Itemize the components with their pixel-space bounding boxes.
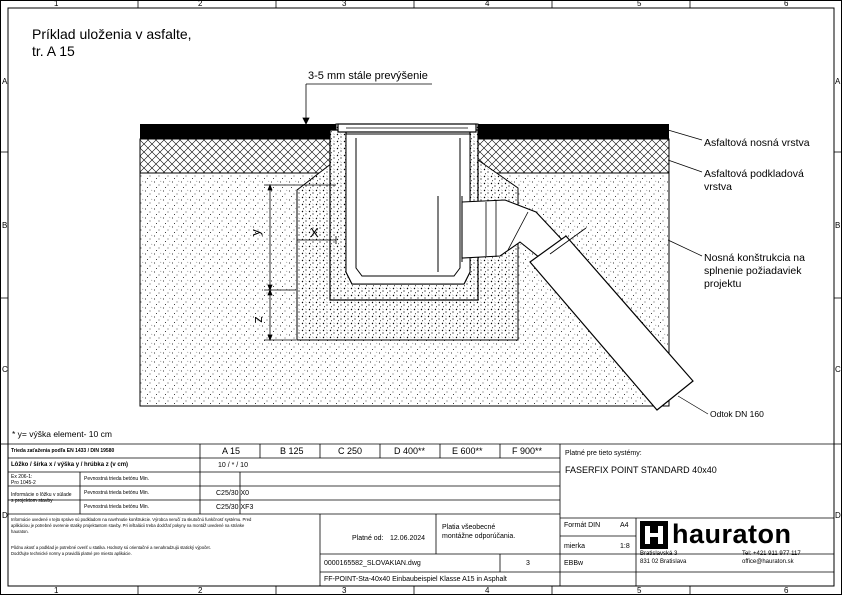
- grid-row-c: C: [2, 365, 8, 374]
- valid-note-2: montážne odporúčania.: [442, 533, 516, 540]
- scale-value: 1:8: [620, 543, 630, 550]
- class-a15: A 15: [222, 446, 241, 456]
- grid-col-3-bottom: 3: [342, 586, 347, 595]
- notes-line-2: aplikáciou je potrebné overenie statiky …: [11, 523, 245, 528]
- en-label-4: s projektom stavby: [11, 498, 53, 504]
- hauraton-logo-mark: [640, 521, 668, 549]
- contact-tel: Tel: +421 911 977 117: [742, 551, 801, 557]
- grid-col-4: 4: [485, 0, 490, 8]
- dim-x-label: X: [310, 225, 319, 240]
- en-label-1: Ex 206-1:: [11, 474, 33, 480]
- footnote: * y= výška element- 10 cm: [12, 429, 112, 439]
- concrete-row3-value: C25/30 XF3: [216, 504, 254, 511]
- grid-col-6: 6: [784, 0, 789, 8]
- dim-y-label: y: [247, 229, 263, 236]
- concrete-row3-label: Pevnostná trieda betónu Min.: [84, 504, 150, 510]
- class-e600: E 600**: [452, 446, 483, 456]
- notes-line-4: Pôdnu akosť a podklad je potrebné overiť…: [11, 545, 211, 550]
- address-line-2: 831 02 Bratislava: [640, 559, 687, 565]
- grid-col-5: 5: [637, 0, 642, 8]
- grid-col-3: 3: [342, 0, 347, 8]
- bedding-label: Lôžko / šírka x / výška y / hrúbka z (v …: [11, 462, 129, 468]
- grid-row-b: B: [2, 221, 8, 230]
- grid-col-2: 2: [198, 0, 203, 8]
- grid-col-4-bottom: 4: [485, 586, 490, 595]
- file-name: 0000165582_SLOVAKIAN.dwg: [324, 560, 421, 567]
- notes-line-1: Informácie uvedené v tejto správe sú pod…: [11, 517, 252, 522]
- class-header: Trieda zaťaženia podľa EN 1433 / DIN 195…: [11, 448, 115, 454]
- title-block-grid: [8, 443, 834, 586]
- concrete-row2-label: Pevnostná trieda betónu Min.: [84, 490, 150, 496]
- class-f900: F 900**: [512, 446, 543, 456]
- bedding-value: 10 / * / 10: [218, 462, 248, 469]
- revision: 3: [526, 560, 530, 567]
- layer-label-subbase-2: splnenie požiadaviek: [704, 265, 802, 277]
- outlet-pipe: [529, 235, 694, 411]
- author: EBBw: [564, 560, 584, 567]
- grid-row-d-right: D: [835, 511, 841, 520]
- class-b125: B 125: [280, 446, 304, 456]
- grid-row-a-right: A: [835, 77, 841, 86]
- layer-label-subbase-1: Nosná konštrukcia na: [704, 252, 805, 264]
- grid-col-1: 1: [54, 0, 59, 8]
- grid-row-a: A: [2, 77, 8, 86]
- inner-frame: [7, 7, 835, 587]
- class-d400: D 400**: [394, 446, 426, 456]
- dim-z-label: z: [249, 316, 265, 323]
- grid-row-c-right: C: [835, 365, 841, 374]
- grid-col-2-bottom: 2: [198, 586, 203, 595]
- en-label-2: Pro 1045-2: [11, 480, 36, 486]
- layer-label-asphalt-base-2: vrstva: [704, 181, 733, 193]
- notes-line-5: Dodržujte technické normy a pravidlá pla…: [11, 551, 132, 556]
- class-c250: C 250: [338, 446, 363, 456]
- layer-label-subbase-3: projektu: [704, 278, 742, 290]
- drawing-title-line2: tr. A 15: [32, 43, 75, 59]
- contact-email: office@hauraton.sk: [742, 559, 794, 565]
- layer-label-asphalt-wearing: Asfaltová nosná vrstva: [704, 137, 810, 149]
- company-logo-text: hauraton: [672, 519, 792, 549]
- notes-line-3: hauraton.: [11, 529, 29, 534]
- format-value: A4: [620, 522, 629, 529]
- dimension-lines: [264, 83, 432, 342]
- grid-col-5-bottom: 5: [637, 586, 642, 595]
- layer-label-asphalt-base-1: Asfaltová podkladová: [704, 168, 804, 180]
- grid-row-d: D: [2, 511, 8, 520]
- drawing-title-line1: Príklad uloženia v asfalte,: [32, 26, 192, 42]
- system-name: FASERFIX POINT STANDARD 40x40: [565, 465, 717, 475]
- drawing-description: FF-POINT-Sta-40x40 Einbaubeispiel Klasse…: [324, 576, 507, 583]
- outlet-label: Odtok DN 160: [710, 409, 764, 419]
- format-label: Formát DIN: [564, 522, 601, 529]
- concrete-row2-value: C25/30 X0: [216, 490, 250, 497]
- grid-col-6-bottom: 6: [784, 586, 789, 595]
- valid-label: Platné od:: [352, 535, 384, 542]
- address-line-1: Bratislavská 3: [640, 551, 678, 557]
- scale-label: mierka: [564, 543, 586, 550]
- valid-date: 12.06.2024: [390, 535, 426, 542]
- leader-lines: [667, 129, 709, 415]
- en-label-3: Informácie o lôžku v súlade: [11, 492, 72, 498]
- valid-note-1: Platia všeobecné: [442, 524, 496, 531]
- grid-col-1-bottom: 1: [54, 586, 59, 595]
- valid-for-label: Platné pre tieto systémy:: [565, 450, 642, 457]
- concrete-row1-label: Pevnostná trieda betónu Min.: [84, 476, 150, 482]
- grid-row-b-right: B: [835, 221, 841, 230]
- dim-top-note: 3-5 mm stále prevýšenie: [308, 70, 428, 82]
